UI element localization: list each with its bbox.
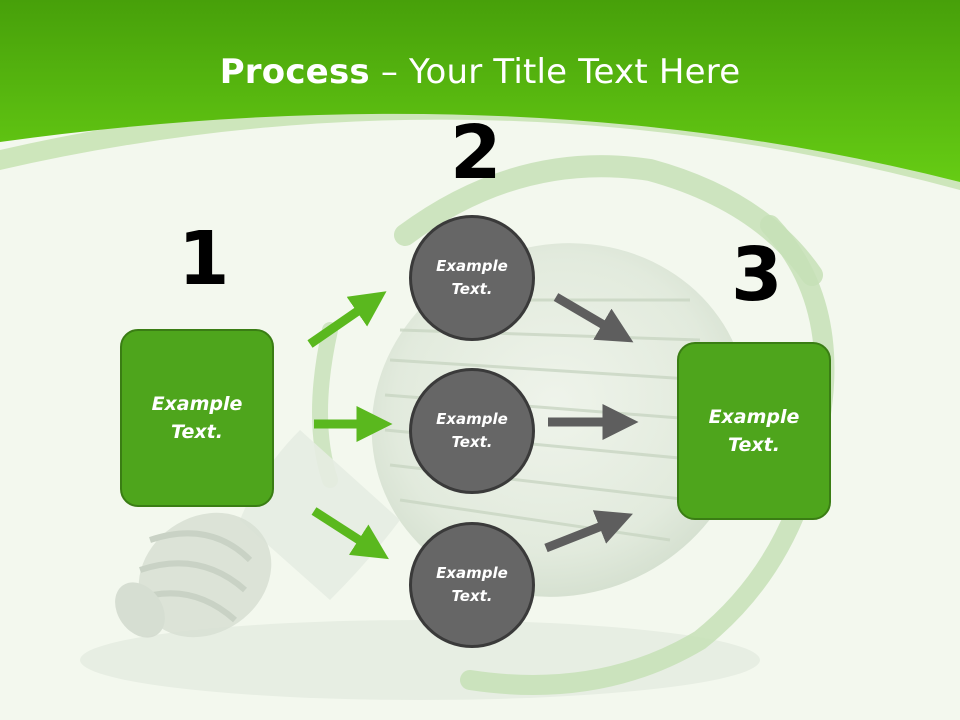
title-rest: – Your Title Text Here (369, 52, 741, 92)
circle-top-line2: Text. (451, 280, 493, 298)
step-number-2: 2 (450, 110, 502, 196)
circle-bottom-line1: Example (436, 563, 508, 582)
step-number-3: 3 (731, 232, 783, 318)
circle-top: Example Text. (409, 215, 535, 341)
step-1-box: Example Text. (120, 329, 274, 507)
circle-bottom-line2: Text. (451, 587, 493, 605)
step-3-text-line1: Example (708, 405, 800, 428)
step-1-text-line2: Text. (171, 421, 223, 443)
step-3-text-line2: Text. (728, 434, 780, 456)
circle-middle-line2: Text. (451, 433, 493, 451)
step-number-1: 1 (178, 216, 230, 302)
circle-top-line1: Example (436, 256, 508, 275)
circle-bottom: Example Text. (409, 522, 535, 648)
step-3-box: Example Text. (677, 342, 831, 520)
title-bold: Process (219, 52, 370, 92)
step-1-text-line1: Example (151, 392, 243, 415)
circle-middle: Example Text. (409, 368, 535, 494)
slide-title: Process – Your Title Text Here (0, 52, 960, 92)
circle-middle-line1: Example (436, 409, 508, 428)
